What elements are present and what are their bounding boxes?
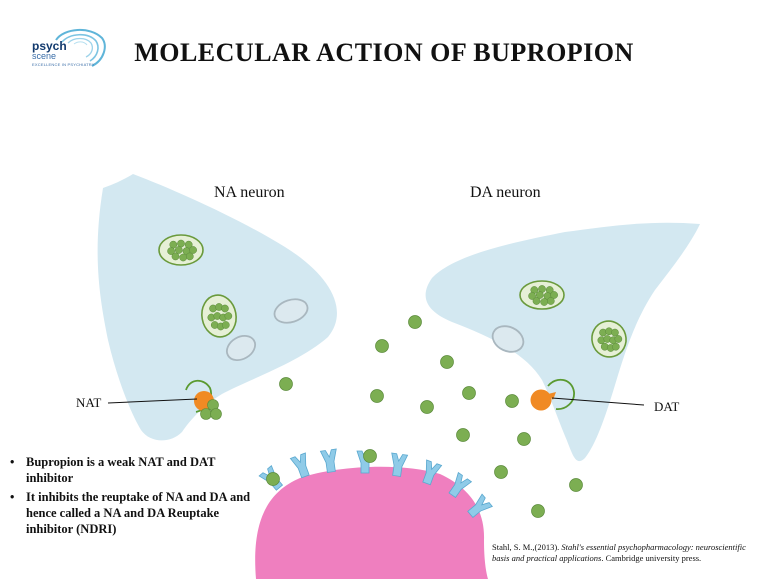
neurotransmitter-molecule: [505, 394, 519, 408]
dat-pointer-line: [551, 397, 645, 406]
vesicle: [158, 234, 204, 266]
page-title: MOLECULAR ACTION OF BUPROPION: [134, 38, 634, 67]
citation-authors: Stahl, S. M.,(2013).: [492, 542, 562, 552]
logo-text-main: psych: [32, 39, 67, 53]
storage-vesicles: [158, 234, 627, 358]
neurotransmitter-molecule: [440, 355, 454, 369]
receptor: [289, 452, 314, 480]
logo-tagline: EXCELLENCE IN PSYCHIATRY: [32, 62, 95, 67]
key-points-list: Bupropion is a weak NAT and DAT inhibito…: [8, 454, 253, 540]
citation-publisher: . Cambridge university press.: [601, 553, 702, 563]
neurotransmitter-molecule: [517, 432, 531, 446]
neurotransmitter-molecule: [494, 465, 508, 479]
neurotransmitter-molecule: [363, 449, 377, 463]
vesicle: [201, 294, 237, 338]
receptor: [320, 448, 340, 474]
empty-vesicle: [273, 298, 309, 324]
neurotransmitter-molecule: [420, 400, 434, 414]
logo-text-sub: scene: [32, 51, 57, 61]
neurotransmitter-molecule: [531, 504, 545, 518]
dat-transporter: [530, 378, 575, 411]
neurotransmitter-molecule: [408, 315, 422, 329]
vesicle: [519, 280, 565, 310]
empty-vesicle: [491, 325, 525, 353]
neurotransmitter-molecule: [462, 386, 476, 400]
citation: Stahl, S. M.,(2013). Stahl's essential p…: [492, 542, 762, 564]
key-point: It inhibits the reuptake of NA and DA an…: [8, 489, 253, 537]
neurotransmitter-molecule: [375, 339, 389, 353]
na-neuron-label: NA neuron: [214, 184, 285, 201]
psychscene-logo: psych scene EXCELLENCE IN PSYCHIATRY: [30, 26, 108, 72]
da-neuron-label: DA neuron: [470, 184, 541, 201]
da-neuron-body: [425, 222, 700, 462]
vesicle: [591, 320, 627, 358]
nat-label: NAT: [76, 395, 102, 410]
postsynaptic-neuron: [255, 466, 488, 579]
synaptic-neurotransmitters: [266, 315, 583, 518]
neurotransmitter-molecule: [569, 478, 583, 492]
neurotransmitter-molecule: [456, 428, 470, 442]
dat-label: DAT: [654, 399, 680, 414]
nat-pointer-line: [107, 398, 198, 404]
neurotransmitter-molecule: [266, 472, 280, 486]
nat-transporter: [185, 379, 222, 420]
citation-title: Stahl's essential psychopharmacology: ne…: [492, 542, 746, 563]
logo-swirl-icon: [55, 29, 106, 67]
key-point: Bupropion is a weak NAT and DAT inhibito…: [8, 454, 253, 486]
neurotransmitter-molecule: [370, 389, 384, 403]
empty-vesicle: [225, 334, 257, 362]
neurotransmitter-molecule: [279, 377, 293, 391]
